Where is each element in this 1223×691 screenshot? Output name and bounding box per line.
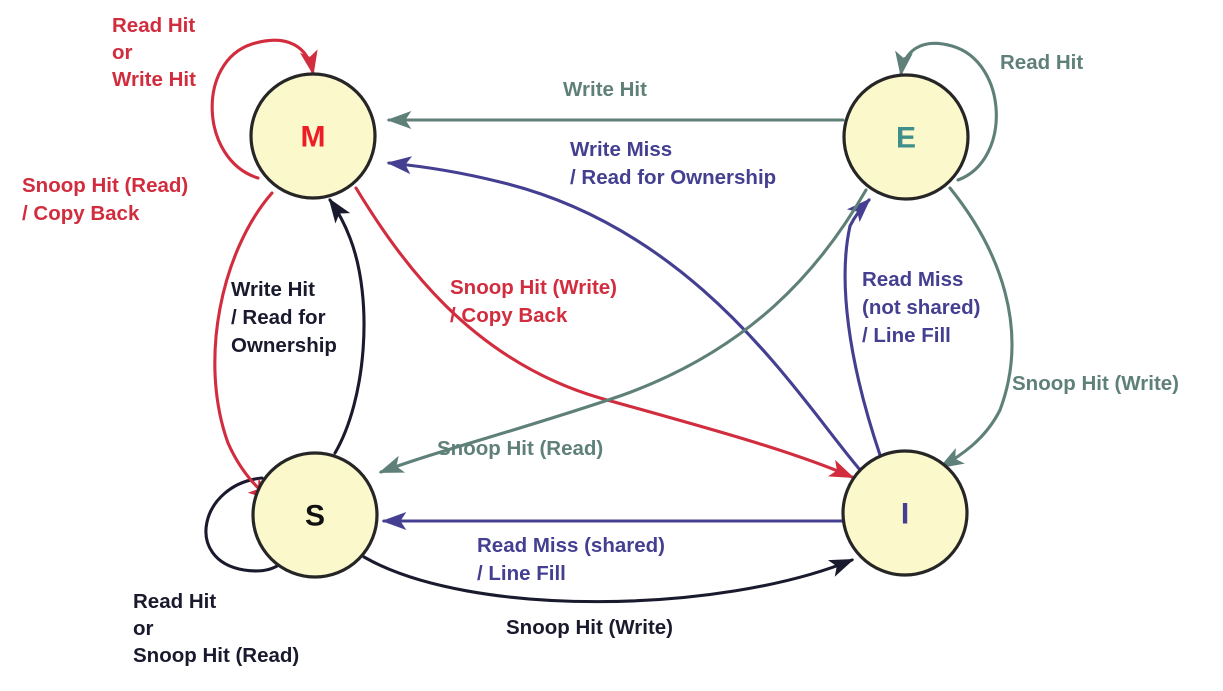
- label-s-self-loop-line-1: or: [133, 617, 154, 640]
- label-i-to-m: Write Miss / Read for Ownership: [570, 138, 776, 189]
- label-m-to-s-line-0: Snoop Hit (Read): [22, 174, 188, 197]
- state-label-i: I: [901, 498, 909, 531]
- label-m-self-loop-line-1: or: [112, 41, 133, 64]
- label-i-to-e: Read Miss (not shared) / Line Fill: [862, 268, 980, 347]
- state-node-m[interactable]: M: [249, 72, 377, 200]
- state-node-i[interactable]: I: [841, 449, 969, 577]
- label-s-self-loop-line-2: Snoop Hit (Read): [133, 644, 299, 667]
- label-m-to-i: Snoop Hit (Write) / Copy Back: [450, 276, 617, 327]
- state-node-e[interactable]: E: [842, 73, 970, 201]
- edge-e-to-s: [378, 188, 868, 474]
- label-s-to-i-line-0: Snoop Hit (Write): [506, 616, 673, 639]
- state-node-s[interactable]: S: [251, 451, 379, 579]
- label-e-to-i: Snoop Hit (Write): [1012, 372, 1179, 395]
- label-s-to-m-line-1: / Read for: [231, 306, 326, 329]
- state-circle-i[interactable]: [841, 449, 969, 577]
- label-i-to-s: Read Miss (shared) / Line Fill: [477, 534, 665, 585]
- label-i-to-s-line-0: Read Miss (shared): [477, 534, 665, 557]
- state-label-m: M: [301, 121, 326, 154]
- edge-m-self-loop: [210, 38, 318, 180]
- label-s-to-m: Write Hit / Read for Ownership: [231, 278, 337, 357]
- label-e-to-m-line-0: Write Hit: [563, 78, 647, 101]
- label-s-to-i: Snoop Hit (Write): [506, 616, 673, 639]
- label-m-to-i-line-0: Snoop Hit (Write): [450, 276, 617, 299]
- edge-s-to-i: [362, 555, 855, 604]
- state-circle-e[interactable]: [842, 73, 970, 201]
- label-m-self-loop-line-0: Read Hit: [112, 14, 195, 37]
- label-s-to-m-line-2: Ownership: [231, 334, 337, 357]
- label-i-to-e-line-0: Read Miss: [862, 268, 963, 291]
- label-i-to-m-line-0: Write Miss: [570, 138, 672, 161]
- edge-e-to-i: [938, 186, 1014, 469]
- label-m-self-loop: Read Hit or Write Hit: [112, 14, 196, 91]
- label-i-to-m-line-1: / Read for Ownership: [570, 166, 776, 189]
- edge-e-self-loop: [895, 41, 998, 182]
- state-circle-s[interactable]: [251, 451, 379, 579]
- state-label-s: S: [305, 500, 325, 533]
- label-s-to-m-line-0: Write Hit: [231, 278, 315, 301]
- label-i-to-s-line-1: / Line Fill: [477, 562, 566, 585]
- label-e-self-loop-line-0: Read Hit: [1000, 51, 1083, 74]
- label-m-to-s: Snoop Hit (Read) / Copy Back: [22, 174, 188, 225]
- label-e-to-s: Snoop Hit (Read): [437, 437, 603, 460]
- label-m-self-loop-line-2: Write Hit: [112, 68, 196, 91]
- edge-i-to-e: [843, 198, 882, 457]
- label-m-to-i-line-1: / Copy Back: [450, 304, 568, 327]
- label-s-self-loop: Read Hit or Snoop Hit (Read): [133, 590, 299, 667]
- label-e-self-loop: Read Hit: [1000, 51, 1083, 74]
- label-s-self-loop-line-0: Read Hit: [133, 590, 216, 613]
- edge-s-to-m: [328, 197, 366, 455]
- label-e-to-m: Write Hit: [563, 78, 647, 101]
- label-m-to-s-line-1: / Copy Back: [22, 202, 140, 225]
- edge-m-to-i: [354, 186, 855, 479]
- edge-i-to-m: [386, 156, 863, 473]
- label-e-to-i-line-0: Snoop Hit (Write): [1012, 372, 1179, 395]
- state-circle-m[interactable]: [249, 72, 377, 200]
- label-e-to-s-line-0: Snoop Hit (Read): [437, 437, 603, 460]
- label-i-to-e-line-1: (not shared): [862, 296, 980, 319]
- state-label-e: E: [896, 122, 916, 155]
- label-i-to-e-line-2: / Line Fill: [862, 324, 951, 347]
- edge-m-to-s: [213, 191, 274, 501]
